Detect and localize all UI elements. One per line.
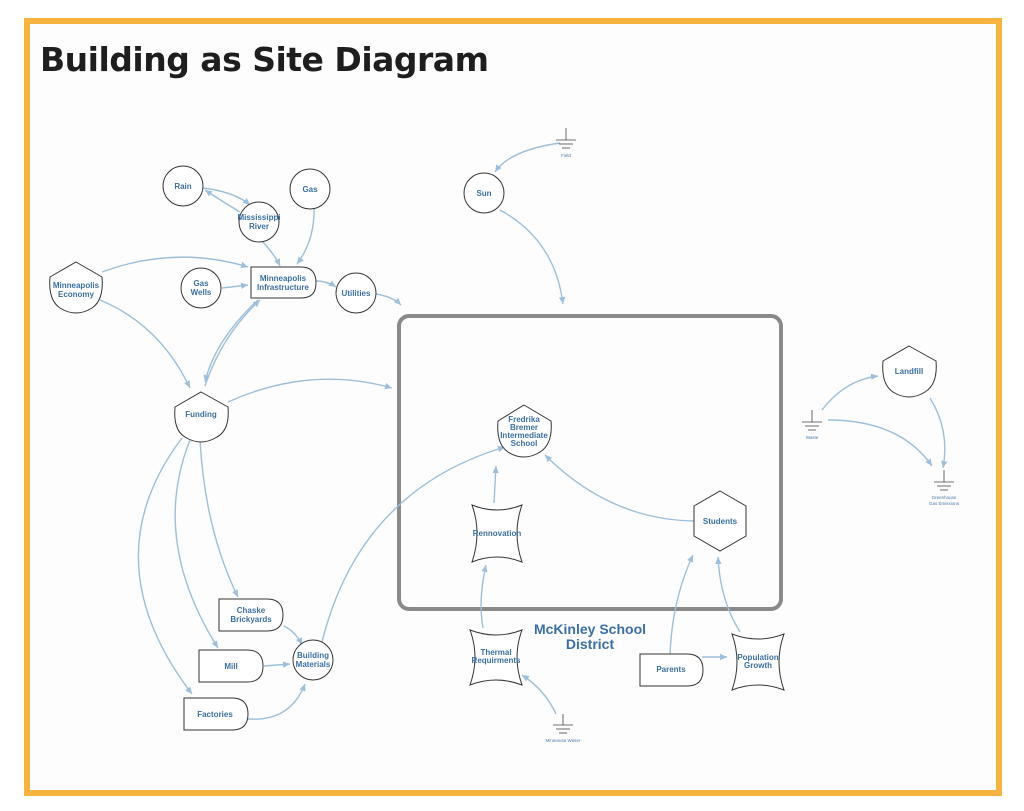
node-school-label-1: Fredrika	[508, 415, 540, 424]
edge-waste-ghg	[827, 419, 933, 467]
sink-winter-label: Minnesota Winter	[545, 738, 581, 743]
edge-wells-infrastructure	[221, 282, 249, 289]
edge-population-students	[715, 556, 741, 633]
node-gas-wells-label-2: Wells	[191, 288, 212, 297]
node-utilities[interactable]: Utilities	[335, 272, 377, 314]
node-materials-label-1: Building	[297, 651, 329, 660]
edge-thermal-renovation	[480, 564, 488, 629]
node-parents[interactable]: Parents	[639, 653, 704, 687]
node-school-label-4: School	[511, 439, 538, 448]
node-factories[interactable]: Factories	[183, 697, 249, 731]
edge-funding-infrastructure	[204, 299, 261, 387]
node-fredrika-bremer-school[interactable]: Fredrika Bremer Intermediate School	[497, 404, 552, 458]
page-title: Building as Site Diagram	[40, 40, 489, 79]
node-mill[interactable]: Mill	[198, 649, 264, 683]
node-thermal-label-1: Thermal	[480, 648, 511, 657]
edge-infrastructure-utilities	[315, 280, 337, 288]
node-mississippi-river[interactable]: Mississippi River	[237, 201, 281, 243]
node-parents-label: Parents	[656, 665, 686, 674]
sink-minnesota-winter: Minnesota Winter	[545, 714, 581, 743]
node-renovation[interactable]: Rennovation	[471, 504, 523, 563]
node-thermal-requirements[interactable]: Thermal Requirments	[469, 629, 523, 686]
node-mississippi-label-1: Mississippi	[237, 213, 280, 222]
edge-rain-mississippi	[202, 187, 251, 206]
node-landfill[interactable]: Landfill	[882, 345, 937, 398]
district-label-line1: McKinley School	[534, 621, 646, 637]
edge-materials-school	[321, 445, 506, 643]
edge-landfill-ghg	[929, 397, 948, 469]
node-infrastructure-label-1: Minneapolis	[260, 274, 307, 283]
node-sun[interactable]: Sun	[463, 172, 505, 214]
sink-field-label: Field	[561, 153, 571, 158]
node-students[interactable]: Students	[693, 490, 747, 552]
node-rain-label: Rain	[174, 182, 191, 191]
node-minneapolis-infrastructure[interactable]: Minneapolis Infrastructure	[250, 266, 317, 299]
edge-weather-thermal	[521, 674, 557, 715]
node-population-label-2: Growth	[744, 661, 772, 670]
sink-ghg-label-1: Greenhouse	[932, 495, 957, 500]
node-thermal-label-2: Requirments	[472, 656, 521, 665]
node-mill-label: Mill	[224, 662, 237, 671]
node-building-materials[interactable]: Building Materials	[292, 639, 334, 681]
node-rain[interactable]: Rain	[162, 165, 204, 207]
edge-gas-infrastructure	[296, 206, 315, 265]
node-school-label-3: Intermediate	[500, 431, 548, 440]
district-boundary	[397, 314, 783, 611]
edge-funding-mill	[174, 439, 219, 649]
node-school-label-2: Bremer	[510, 423, 538, 432]
district-label-line2: District	[566, 636, 615, 652]
node-landfill-label: Landfill	[895, 367, 923, 376]
edge-funding-factories	[137, 437, 193, 695]
node-renovation-label: Rennovation	[473, 529, 522, 538]
sink-waste-label: Waste	[806, 435, 819, 440]
node-gas-wells-label-1: Gas	[193, 279, 209, 288]
edge-renovation-school	[492, 465, 499, 504]
node-gas-label: Gas	[302, 185, 318, 194]
node-sun-label: Sun	[476, 189, 491, 198]
node-economy-label-2: Economy	[58, 290, 95, 299]
node-factories-label: Factories	[197, 710, 233, 719]
edge-waste-landfill	[821, 373, 879, 411]
node-gas[interactable]: Gas	[289, 168, 331, 210]
edge-mississippi-rain	[204, 189, 241, 213]
edge-parents-students	[669, 554, 694, 656]
sink-waste: Waste	[802, 410, 822, 440]
edges	[99, 142, 948, 720]
edge-economy-infrastructure	[101, 256, 249, 273]
node-utilities-label: Utilities	[342, 289, 371, 298]
node-population-growth[interactable]: Population Growth	[731, 633, 785, 691]
node-infrastructure-label-2: Infrastructure	[257, 283, 310, 292]
node-funding[interactable]: Funding	[174, 391, 229, 443]
node-economy-label-1: Minneapolis	[53, 281, 100, 290]
node-materials-label-2: Materials	[296, 660, 331, 669]
node-chaske-label-2: Brickyards	[230, 615, 272, 624]
node-population-label-1: Population	[737, 653, 778, 662]
edge-economy-funding	[99, 299, 191, 389]
node-funding-label: Funding	[185, 410, 217, 419]
edge-funding-district	[227, 378, 393, 403]
edge-utilities-district	[374, 293, 402, 306]
edge-factories-materials	[247, 683, 306, 720]
sink-field: Field	[556, 128, 576, 158]
node-chaske-brickyards[interactable]: Chaske Brickyards	[218, 598, 284, 632]
edge-funding-chaska	[199, 439, 239, 598]
edge-infrastructure-funding	[203, 299, 259, 383]
node-chaske-label-1: Chaske	[237, 606, 266, 615]
node-gas-wells[interactable]: Gas Wells	[180, 267, 222, 309]
edge-sun-district	[499, 209, 566, 305]
node-students-label: Students	[703, 517, 738, 526]
edge-mill-materials	[263, 661, 291, 668]
edge-sink-sun	[494, 142, 561, 173]
sink-greenhouse-gas: Greenhouse Gas Emissions	[929, 470, 960, 506]
node-mississippi-label-2: River	[249, 222, 269, 231]
edge-chaska-materials	[283, 625, 303, 646]
edge-mississippi-infrastructure	[261, 240, 281, 267]
edge-students-school	[544, 454, 696, 522]
sink-ghg-label-2: Gas Emissions	[929, 501, 960, 506]
node-minneapolis-economy[interactable]: Minneapolis Economy	[49, 261, 103, 314]
